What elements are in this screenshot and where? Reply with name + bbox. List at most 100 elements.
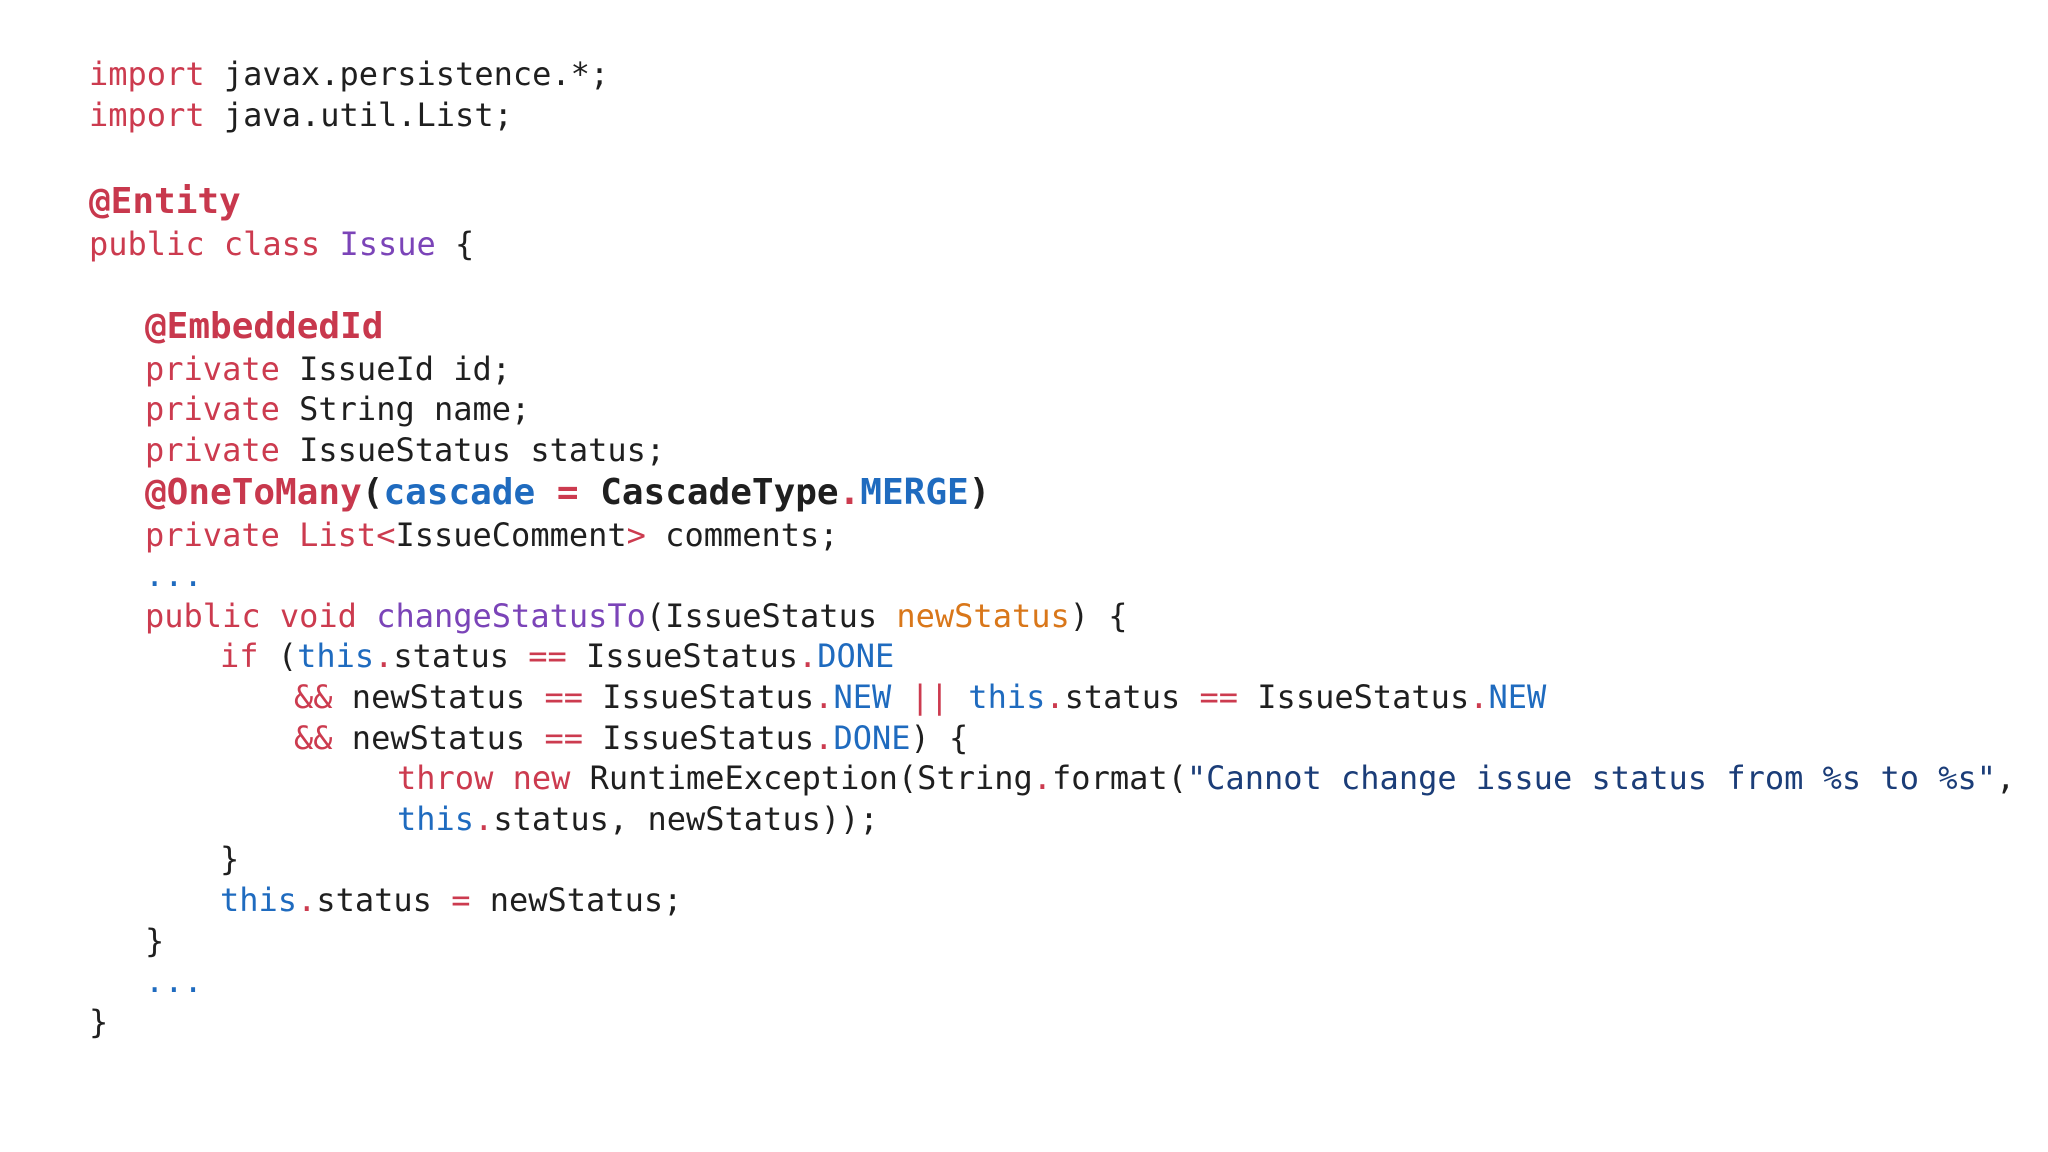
code-token-type-name: Issue [339,225,436,264]
code-token-plain: IssueStatus [582,718,815,757]
code-token-keyword: throw new [397,759,571,798]
code-token-plain: comments; [645,515,839,554]
code-token-keyword: public void [145,596,377,635]
code-token-plain: newStatus [332,677,545,716]
code-token-plain: javax.persistence.*; [204,55,610,93]
code-token-keyword: private [145,390,280,429]
code-line: private IssueStatus status; [89,430,2015,471]
code-token-operator: . [1045,677,1065,716]
code-token-operator: && [294,718,333,757]
code-token-plain: ) [968,471,991,513]
code-token-operator: == [528,637,567,676]
code-line: private List<IssueComment> comments; [89,515,2015,556]
blank-line [89,265,2015,305]
code-token-parameter: newStatus [896,596,1070,635]
code-token-plain: ) { [1069,596,1128,635]
code-line: && newStatus == IssueStatus.DONE) { [89,718,2015,759]
code-token-plain: status, newStatus)); [493,799,879,838]
code-token-plain: { [435,225,475,264]
code-token-plain: RuntimeException(String [570,759,1033,798]
code-token-keyword: private [145,430,280,469]
code-token-this-keyword: this [397,799,475,838]
code-token-plain: String name; [279,390,531,429]
code-line: import java.util.List; [89,95,2015,136]
code-line: } [89,1002,2015,1043]
code-token-plain: ) { [910,718,969,757]
code-token-keyword: private [145,515,280,554]
code-token-method-name: changeStatusTo [376,596,646,635]
code-token-operator: && [294,677,333,716]
code-token-plain: } [145,921,165,960]
code-block: import javax.persistence.*;import java.u… [89,54,2015,1042]
code-token-operator: . [1469,677,1489,716]
code-token-operator: . [838,471,861,513]
code-token-operator: . [297,880,317,919]
code-token-string: "Cannot change issue status from %s to %… [1186,759,1997,798]
code-line: @Entity [89,180,2015,224]
code-line: throw new RuntimeException(String.format… [89,758,2015,799]
code-token-plain: IssueId id; [279,349,512,388]
code-token-annotation: @Entity [89,181,241,223]
code-token-this-keyword: this [220,880,298,919]
code-token-plain: } [89,1002,109,1041]
code-line: } [89,921,2015,962]
code-line: @OneToMany(cascade = CascadeType.MERGE) [89,471,2015,515]
code-line: && newStatus == IssueStatus.NEW || this.… [89,677,2015,718]
code-token-plain: (IssueStatus [645,596,897,635]
code-token-enum-constant: cascade [383,471,536,513]
code-token-keyword: private [145,349,280,388]
code-token-plain: java.util.List; [204,95,513,134]
code-token-plain: IssueComment [395,515,627,554]
code-token-enum-constant: NEW [833,677,892,716]
code-line: public void changeStatusTo(IssueStatus n… [89,596,2015,637]
code-token-this-keyword: this [297,637,375,676]
code-token-operator: || [891,677,969,716]
code-line: if (this.status == IssueStatus.DONE [89,636,2015,677]
code-token-plain: status [316,880,452,919]
code-line: ... [89,961,2015,1002]
code-token-enum-constant: MERGE [860,471,969,513]
code-token-keyword: import [89,95,205,134]
code-token-plain: newStatus [332,718,545,757]
code-token-ellipsis: ... [145,556,203,595]
code-token-annotation: @EmbeddedId [145,305,384,347]
code-token-plain: status [393,637,529,676]
code-token-plain: , [1996,759,2016,798]
code-token-plain: IssueStatus [566,637,798,676]
code-token-plain: IssueStatus [1238,677,1470,716]
code-token-operator: == [1199,677,1239,716]
code-token-enum-constant: DONE [833,718,911,757]
code-token-operator: == [544,677,583,716]
code-token-plain: ( [258,637,298,676]
code-line: } [89,839,2015,880]
code-line: private IssueId id; [89,349,2015,390]
blank-line [89,135,2015,180]
code-token-plain: CascadeType [600,471,839,513]
code-token-this-keyword: this [968,677,1046,716]
code-token-enum-constant: DONE [817,637,895,676]
code-token-annotation: @OneToMany [145,471,362,513]
code-token-plain: status [1064,677,1200,716]
code-token-ellipsis: ... [145,962,203,1001]
code-token-keyword: > [626,515,646,554]
code-token-keyword: if [220,637,259,676]
code-token-operator: == [544,718,583,757]
code-token-enum-constant: NEW [1488,677,1547,716]
code-token-operator: . [374,637,394,676]
code-token-operator: = [535,471,601,513]
code-token-operator: . [814,718,834,757]
code-line: private String name; [89,389,2015,430]
code-token-keyword: import [89,55,205,93]
code-token-keyword: List< [279,515,396,554]
code-token-plain: format( [1052,759,1187,798]
code-token-plain: ( [361,471,384,513]
code-token-plain: } [220,840,240,879]
code-line: this.status, newStatus)); [89,799,2015,840]
code-token-operator: = [451,880,471,919]
code-token-operator: . [474,799,494,838]
code-token-operator: . [1032,759,1053,798]
code-token-plain: IssueStatus status; [279,430,666,469]
code-token-plain: newStatus; [470,880,683,919]
code-token-plain: IssueStatus [582,677,815,716]
